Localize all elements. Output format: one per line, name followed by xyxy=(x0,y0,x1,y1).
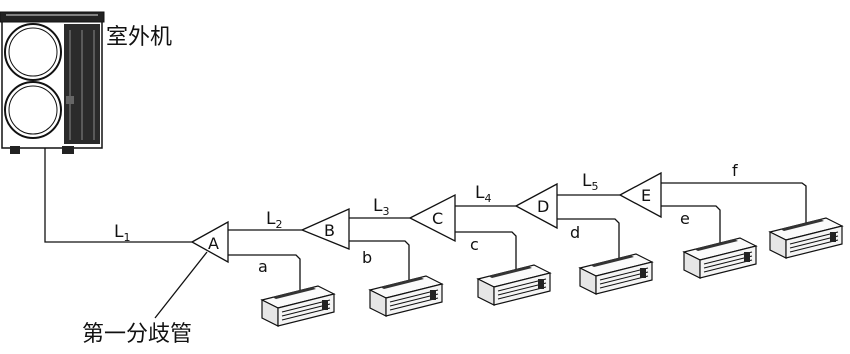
svg-text:L1: L1 xyxy=(114,222,130,244)
branch-joint-D: D xyxy=(514,182,558,230)
pipe-label-L4: L4 xyxy=(475,183,491,205)
main-pipe xyxy=(44,148,195,243)
first-branch-label: 第一分歧管 xyxy=(82,322,192,347)
outdoor-unit-label: 室外机 xyxy=(106,25,172,50)
joint-label-B: B xyxy=(324,221,335,240)
svg-text:L5: L5 xyxy=(582,171,598,193)
pipe-label-c: c xyxy=(470,235,479,254)
pipe-f xyxy=(660,182,807,226)
indoor-unit xyxy=(579,253,653,295)
indoor-unit xyxy=(477,264,551,306)
branch-joint-A: A xyxy=(190,220,229,264)
svg-text:L4: L4 xyxy=(475,183,491,205)
indoor-unit xyxy=(369,275,443,317)
pipe-b xyxy=(348,240,410,282)
branch-joint-C: C xyxy=(408,193,456,243)
pipe-label-L3: L3 xyxy=(373,196,389,218)
pipe-label-d: d xyxy=(570,223,580,242)
pipe-label-b: b xyxy=(362,248,372,267)
joint-label-D: D xyxy=(537,197,549,216)
outdoor-unit xyxy=(0,11,105,154)
svg-text:L2: L2 xyxy=(266,209,282,231)
first-branch-pointer xyxy=(154,251,208,319)
pipe-label-L5: L5 xyxy=(582,171,598,193)
pipe-label-a: a xyxy=(258,257,268,276)
pipe-c xyxy=(454,231,517,270)
pipe-label-f: f xyxy=(732,161,738,180)
pipe-label-e: e xyxy=(680,209,690,228)
pipe-d xyxy=(556,218,620,260)
indoor-unit xyxy=(769,217,843,259)
joint-label-A: A xyxy=(208,234,219,253)
branch-joint-E: E xyxy=(618,171,662,219)
pipe-label-L2: L2 xyxy=(266,209,282,231)
indoor-unit xyxy=(683,237,757,279)
pipe-e xyxy=(660,205,721,243)
branch-joint-B: B xyxy=(300,207,350,250)
indoor-unit xyxy=(261,285,335,327)
joint-label-E: E xyxy=(641,186,651,205)
svg-text:L3: L3 xyxy=(373,196,389,218)
pipe-a xyxy=(226,254,301,290)
pipe-label-L1: L1 xyxy=(114,222,130,244)
joint-label-C: C xyxy=(432,209,443,228)
